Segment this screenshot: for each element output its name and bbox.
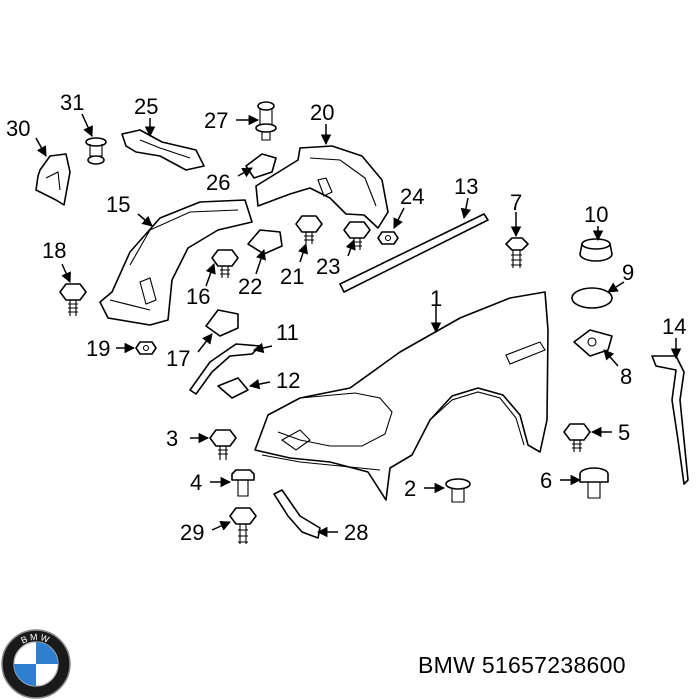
strip-28-part xyxy=(273,489,321,539)
callout-labels: 1 2 3 4 5 6 7 8 9 10 11 12 13 14 15 16 1… xyxy=(6,90,686,545)
callout-26: 26 xyxy=(206,170,230,195)
callout-7: 7 xyxy=(510,190,522,215)
bolt-23-part xyxy=(343,221,371,250)
leader-lines xyxy=(35,113,682,538)
callout-13: 13 xyxy=(454,174,478,199)
callout-14: 14 xyxy=(662,314,686,339)
bolt-3-part xyxy=(209,429,237,460)
callout-5: 5 xyxy=(618,420,630,445)
callout-16: 16 xyxy=(186,284,210,309)
clip-22-part xyxy=(247,229,283,255)
bolt-31-part xyxy=(85,137,107,165)
callout-31: 31 xyxy=(60,90,84,115)
clip-17-part xyxy=(205,309,239,337)
callout-17: 17 xyxy=(166,346,190,371)
bolt-7-part xyxy=(505,237,529,268)
bracket-30-part xyxy=(35,153,71,206)
seal-strip-part xyxy=(339,213,489,293)
callout-10: 10 xyxy=(584,202,608,227)
bolt-6-part xyxy=(579,467,609,499)
callout-11: 11 xyxy=(276,320,299,345)
callout-6: 6 xyxy=(540,468,552,493)
bolt-2-part xyxy=(445,478,471,503)
callout-29: 29 xyxy=(180,520,204,545)
part-caption: BMW 51657238600 xyxy=(418,652,626,679)
callout-8: 8 xyxy=(620,364,632,389)
callout-9: 9 xyxy=(622,260,634,285)
callout-2: 2 xyxy=(404,476,416,501)
callout-1: 1 xyxy=(430,286,442,311)
bolt-18-part xyxy=(59,283,87,316)
callout-20: 20 xyxy=(310,100,334,125)
callout-24: 24 xyxy=(400,184,424,209)
callout-27: 27 xyxy=(204,108,228,133)
callout-15: 15 xyxy=(106,192,130,217)
svg-text:BMW: BMW xyxy=(19,632,52,646)
caption-brand: BMW xyxy=(418,652,476,678)
cap-10-part xyxy=(579,238,613,262)
cap-9-part xyxy=(571,287,613,309)
caption-part-number: 51657238600 xyxy=(481,652,626,678)
callout-30: 30 xyxy=(6,116,30,141)
callout-21: 21 xyxy=(280,264,304,289)
callout-4: 4 xyxy=(190,470,202,495)
bolt-5-part xyxy=(563,423,591,452)
seal-14-part xyxy=(651,355,689,485)
callout-28: 28 xyxy=(344,520,368,545)
cover-12-part xyxy=(217,377,249,399)
upper-liner-part xyxy=(255,145,389,229)
callout-23: 23 xyxy=(316,254,340,279)
nut-19-part xyxy=(135,341,157,355)
nut-8-part xyxy=(573,329,613,357)
bracket-part xyxy=(121,129,205,171)
bolt-4-part xyxy=(231,469,255,497)
callout-25: 25 xyxy=(134,94,158,119)
callout-22: 22 xyxy=(238,274,262,299)
wheel-arch-liner-part xyxy=(99,199,253,326)
bolt-16-part xyxy=(211,249,239,278)
logo-text: BMW xyxy=(19,632,50,646)
bolt-27-part xyxy=(255,101,277,141)
clip-26-part xyxy=(245,153,277,179)
nut-24-part xyxy=(377,231,399,245)
callout-18: 18 xyxy=(42,238,66,263)
bolt-21-part xyxy=(295,215,323,244)
fender-part xyxy=(254,291,549,501)
callout-12: 12 xyxy=(276,368,300,393)
callout-3: 3 xyxy=(166,426,178,451)
bmw-roundel-icon: BMW xyxy=(1,629,71,699)
callout-19: 19 xyxy=(86,336,110,361)
bolt-29-part xyxy=(229,507,257,544)
